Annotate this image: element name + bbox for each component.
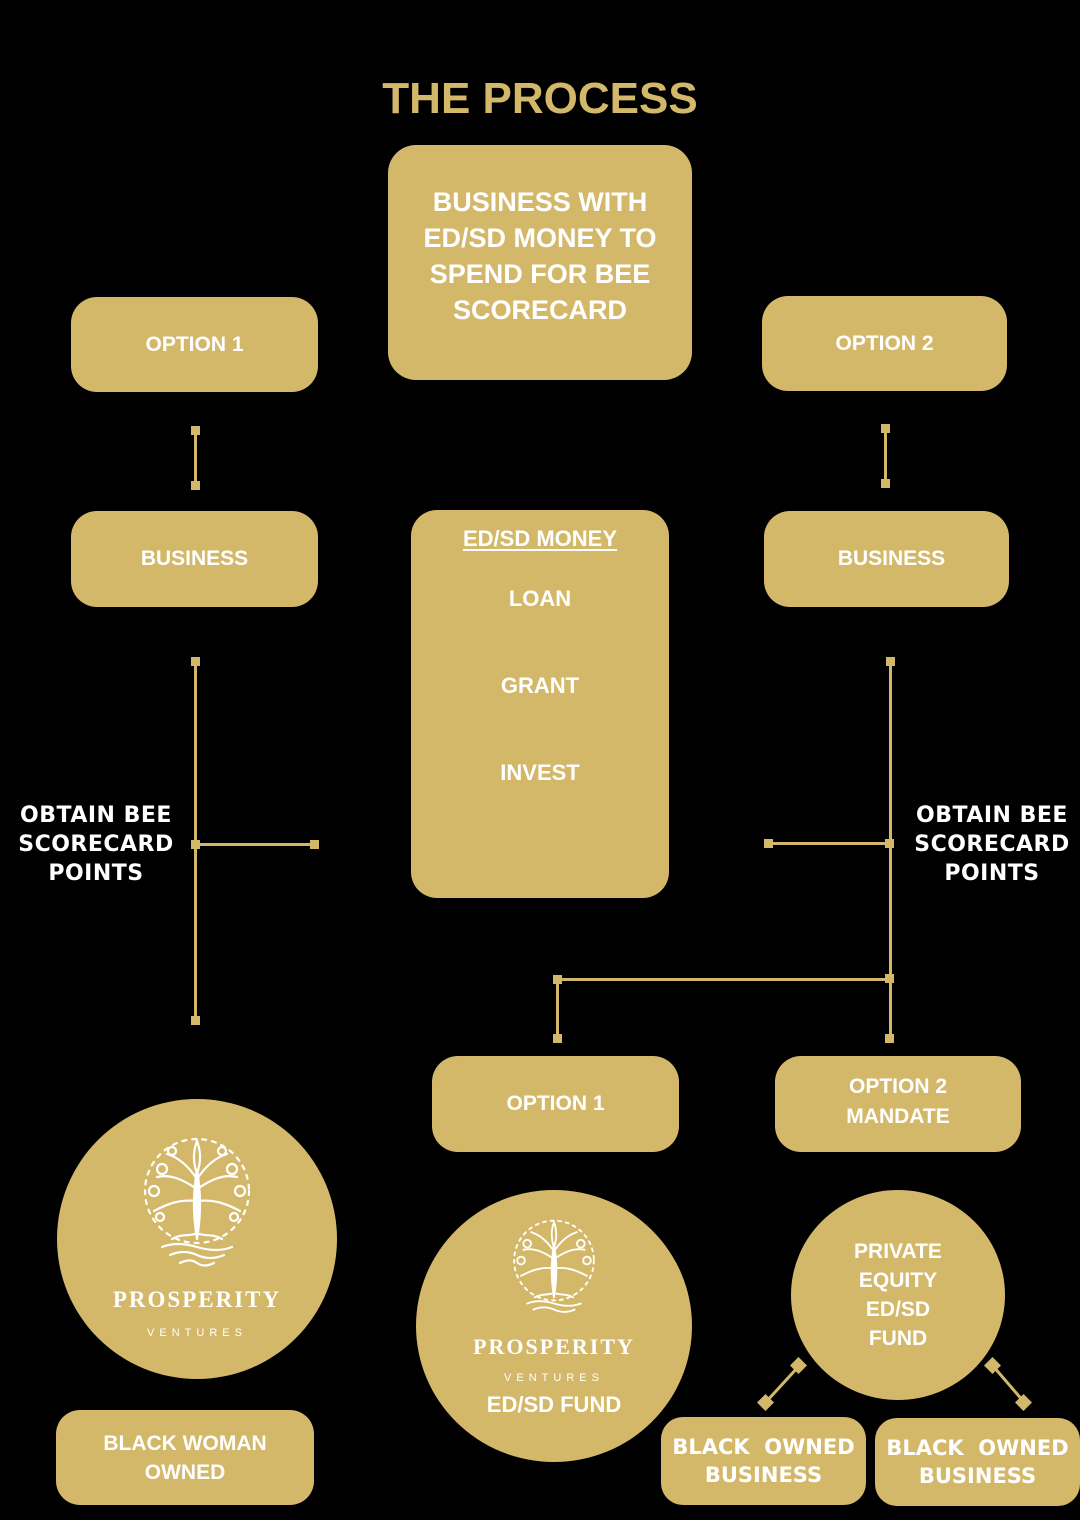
tree-of-life-icon xyxy=(143,1137,251,1267)
brand-sub: VENTURES xyxy=(147,1327,247,1339)
top-box-line: BUSINESS WITH xyxy=(432,186,648,217)
brand-name: PROSPERITY xyxy=(112,1287,282,1312)
tree-of-life-icon xyxy=(513,1219,595,1313)
black-owned-business-box-1: BLACK OWNED BUSINESS xyxy=(661,1417,866,1505)
page-title: THE PROCESS xyxy=(382,74,698,123)
brand-name: PROSPERITY xyxy=(473,1333,635,1359)
fund-caption: ED/SD FUND xyxy=(486,1391,622,1417)
money-item-invest: INVEST xyxy=(500,760,580,785)
right-obtain-bee-label: OBTAIN BEE SCORECARD POINTS xyxy=(914,803,1070,886)
money-item-loan: LOAN xyxy=(508,586,572,611)
right-option-2-label: OPTION 2 xyxy=(835,331,934,355)
left-obtain-bee-label: OBTAIN BEE SCORECARD POINTS xyxy=(18,803,174,886)
left-business-box: BUSINESS xyxy=(71,511,318,607)
money-item-grant: GRANT xyxy=(500,673,580,698)
black-owned-business-box-2: BLACK OWNED BUSINESS xyxy=(875,1418,1080,1506)
sub-option-2-mandate-box: OPTION 2 MANDATE xyxy=(775,1056,1021,1152)
right-business-label: BUSINESS xyxy=(837,547,946,570)
top-box-line: SPEND FOR BEE xyxy=(429,258,651,289)
black-woman-owned-box: BLACK WOMAN OWNED xyxy=(56,1410,314,1505)
private-equity-fund-circle: PRIVATE EQUITY ED/SD FUND xyxy=(791,1190,1005,1400)
sub-option-1-box: OPTION 1 xyxy=(432,1056,679,1152)
top-box-line: ED/SD MONEY TO xyxy=(423,222,657,253)
right-option-2-box: OPTION 2 xyxy=(762,296,1007,391)
left-option-1-box: OPTION 1 xyxy=(71,297,318,392)
top-box-line: SCORECARD xyxy=(452,294,627,325)
edsd-money-box: ED/SD MONEY LOAN GRANT INVEST xyxy=(411,510,669,898)
brand-sub: VENTURES xyxy=(504,1371,604,1384)
left-option-1-label: OPTION 1 xyxy=(145,332,244,356)
sub-option-1-label: OPTION 1 xyxy=(506,1092,605,1115)
sub-option-2-line: MANDATE xyxy=(846,1105,950,1128)
sub-option-2-line: OPTION 2 xyxy=(848,1075,948,1098)
prosperity-ventures-edsd-fund-logo: PROSPERITY VENTURES ED/SD FUND xyxy=(416,1190,692,1462)
prosperity-ventures-logo-left: PROSPERITY VENTURES xyxy=(57,1099,337,1379)
top-box-business-with-edsd-money: BUSINESS WITH ED/SD MONEY TO SPEND FOR B… xyxy=(388,145,692,380)
edsd-money-heading: ED/SD MONEY xyxy=(462,526,618,551)
left-business-label: BUSINESS xyxy=(140,547,249,570)
right-business-box: BUSINESS xyxy=(764,511,1009,607)
